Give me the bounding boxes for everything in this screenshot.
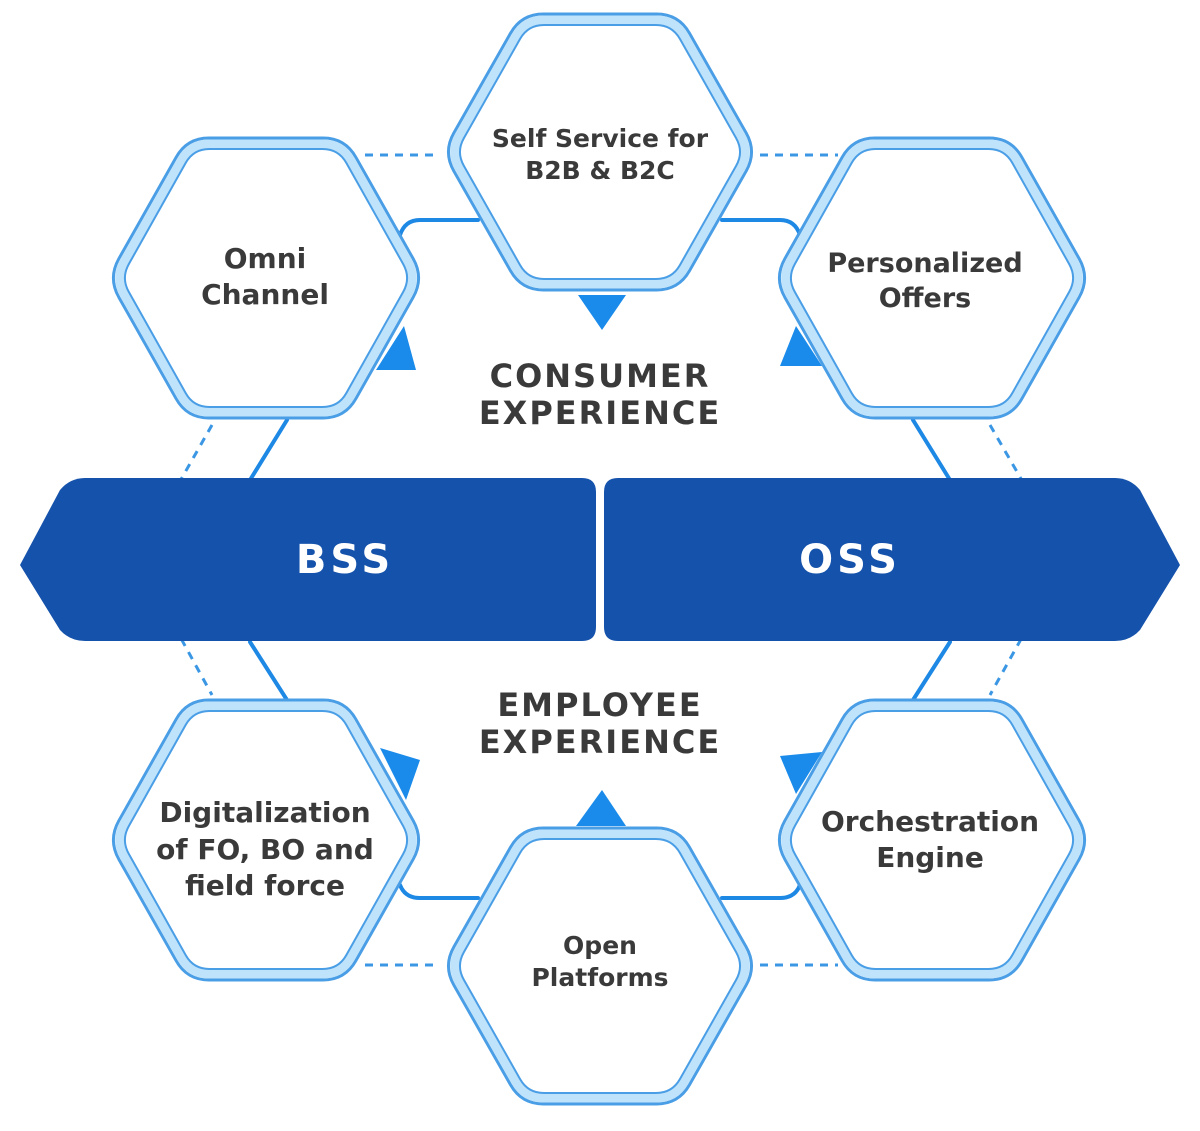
employee-line2: EXPERIENCE xyxy=(478,723,722,761)
hexagons xyxy=(111,12,1087,1106)
hex-label-self-service: Self Service for B2B & B2C xyxy=(450,100,750,210)
orchestration-engine-line2: Engine xyxy=(876,841,984,874)
connector-bottom-left xyxy=(398,883,480,900)
arrow-right-lower xyxy=(780,752,822,794)
connector-top-left xyxy=(398,218,480,237)
arrow-top-down xyxy=(578,295,626,330)
consumer-line1: CONSUMER xyxy=(489,357,711,396)
digitalization-line3: field force xyxy=(185,869,345,903)
hex-omni-channel-inner-border xyxy=(123,148,409,408)
employee-line1: EMPLOYEE xyxy=(497,686,703,725)
banners xyxy=(20,478,1180,641)
self-service-line2: B2B & B2C xyxy=(525,156,675,185)
oss-banner xyxy=(604,478,1180,641)
hex-orchestration-engine xyxy=(777,698,1087,982)
self-service-line1: Self Service for xyxy=(491,123,709,153)
arrow-left-lower xyxy=(380,748,420,800)
personalized-offers-line1: Personalized xyxy=(827,247,1023,279)
connector-right-lower xyxy=(911,640,952,702)
hex-open-platforms-inner-border xyxy=(458,838,742,1094)
connector-left-upper xyxy=(248,418,289,482)
hex-label-digitalization: Digitalization of FO, BO and field force xyxy=(100,785,430,915)
bss-banner xyxy=(20,478,596,641)
arrows xyxy=(376,295,822,826)
hex-omni-channel xyxy=(111,136,421,420)
omni-channel-line1: Omni xyxy=(223,241,307,275)
hex-personalized-offers-inner-band xyxy=(781,139,1083,417)
hex-digitalization xyxy=(111,698,421,982)
hex-label-omni-channel: Omni Channel xyxy=(115,222,415,332)
arrow-right-upper xyxy=(780,326,822,366)
oss-label: OSS xyxy=(799,537,901,583)
hex-omni-channel-inner-band xyxy=(115,139,417,417)
hex-label-orchestration-engine: Orchestration Engine xyxy=(780,785,1080,895)
hex-open-platforms-inner-band xyxy=(450,829,750,1103)
open-platforms-line1: Open xyxy=(563,930,637,960)
hex-digitalization-inner-band xyxy=(115,701,417,979)
employee-experience-label: EMPLOYEE EXPERIENCE xyxy=(400,684,800,764)
consumer-experience-label: CONSUMER EXPERIENCE xyxy=(400,355,800,435)
omni-channel-line2: Channel xyxy=(201,278,329,311)
hex-personalized-offers xyxy=(777,136,1087,420)
consumer-line2: EXPERIENCE xyxy=(478,394,722,432)
arrow-bottom-up xyxy=(576,790,626,826)
hex-label-personalized-offers: Personalized Offers xyxy=(775,226,1075,336)
connector-right-upper xyxy=(911,418,952,482)
hex-personalized-offers-inner-border xyxy=(789,148,1075,408)
hex-self-service-inner-border xyxy=(458,24,742,280)
hex-self-service xyxy=(446,12,754,292)
connector-left-lower xyxy=(248,640,289,702)
open-platforms-line2: Platforms xyxy=(531,963,669,992)
personalized-offers-line2: Offers xyxy=(878,283,972,314)
hex-open-platforms xyxy=(446,826,754,1106)
bss-label: BSS xyxy=(295,537,395,583)
digitalization-line1: Digitalization xyxy=(159,796,371,830)
digitalization-line2: of FO, BO and xyxy=(156,832,374,866)
orchestration-engine-line1: Orchestration xyxy=(820,804,1040,838)
hex-self-service-inner-band xyxy=(450,15,750,289)
hex-label-open-platforms: Open Platforms xyxy=(450,907,750,1017)
hex-orchestration-engine-inner-band xyxy=(781,701,1083,979)
arrow-left-upper xyxy=(376,326,416,370)
connector-bottom-right xyxy=(720,883,802,900)
hex-orchestration-engine-inner-border xyxy=(789,710,1075,970)
hex-digitalization-inner-border xyxy=(123,710,409,970)
